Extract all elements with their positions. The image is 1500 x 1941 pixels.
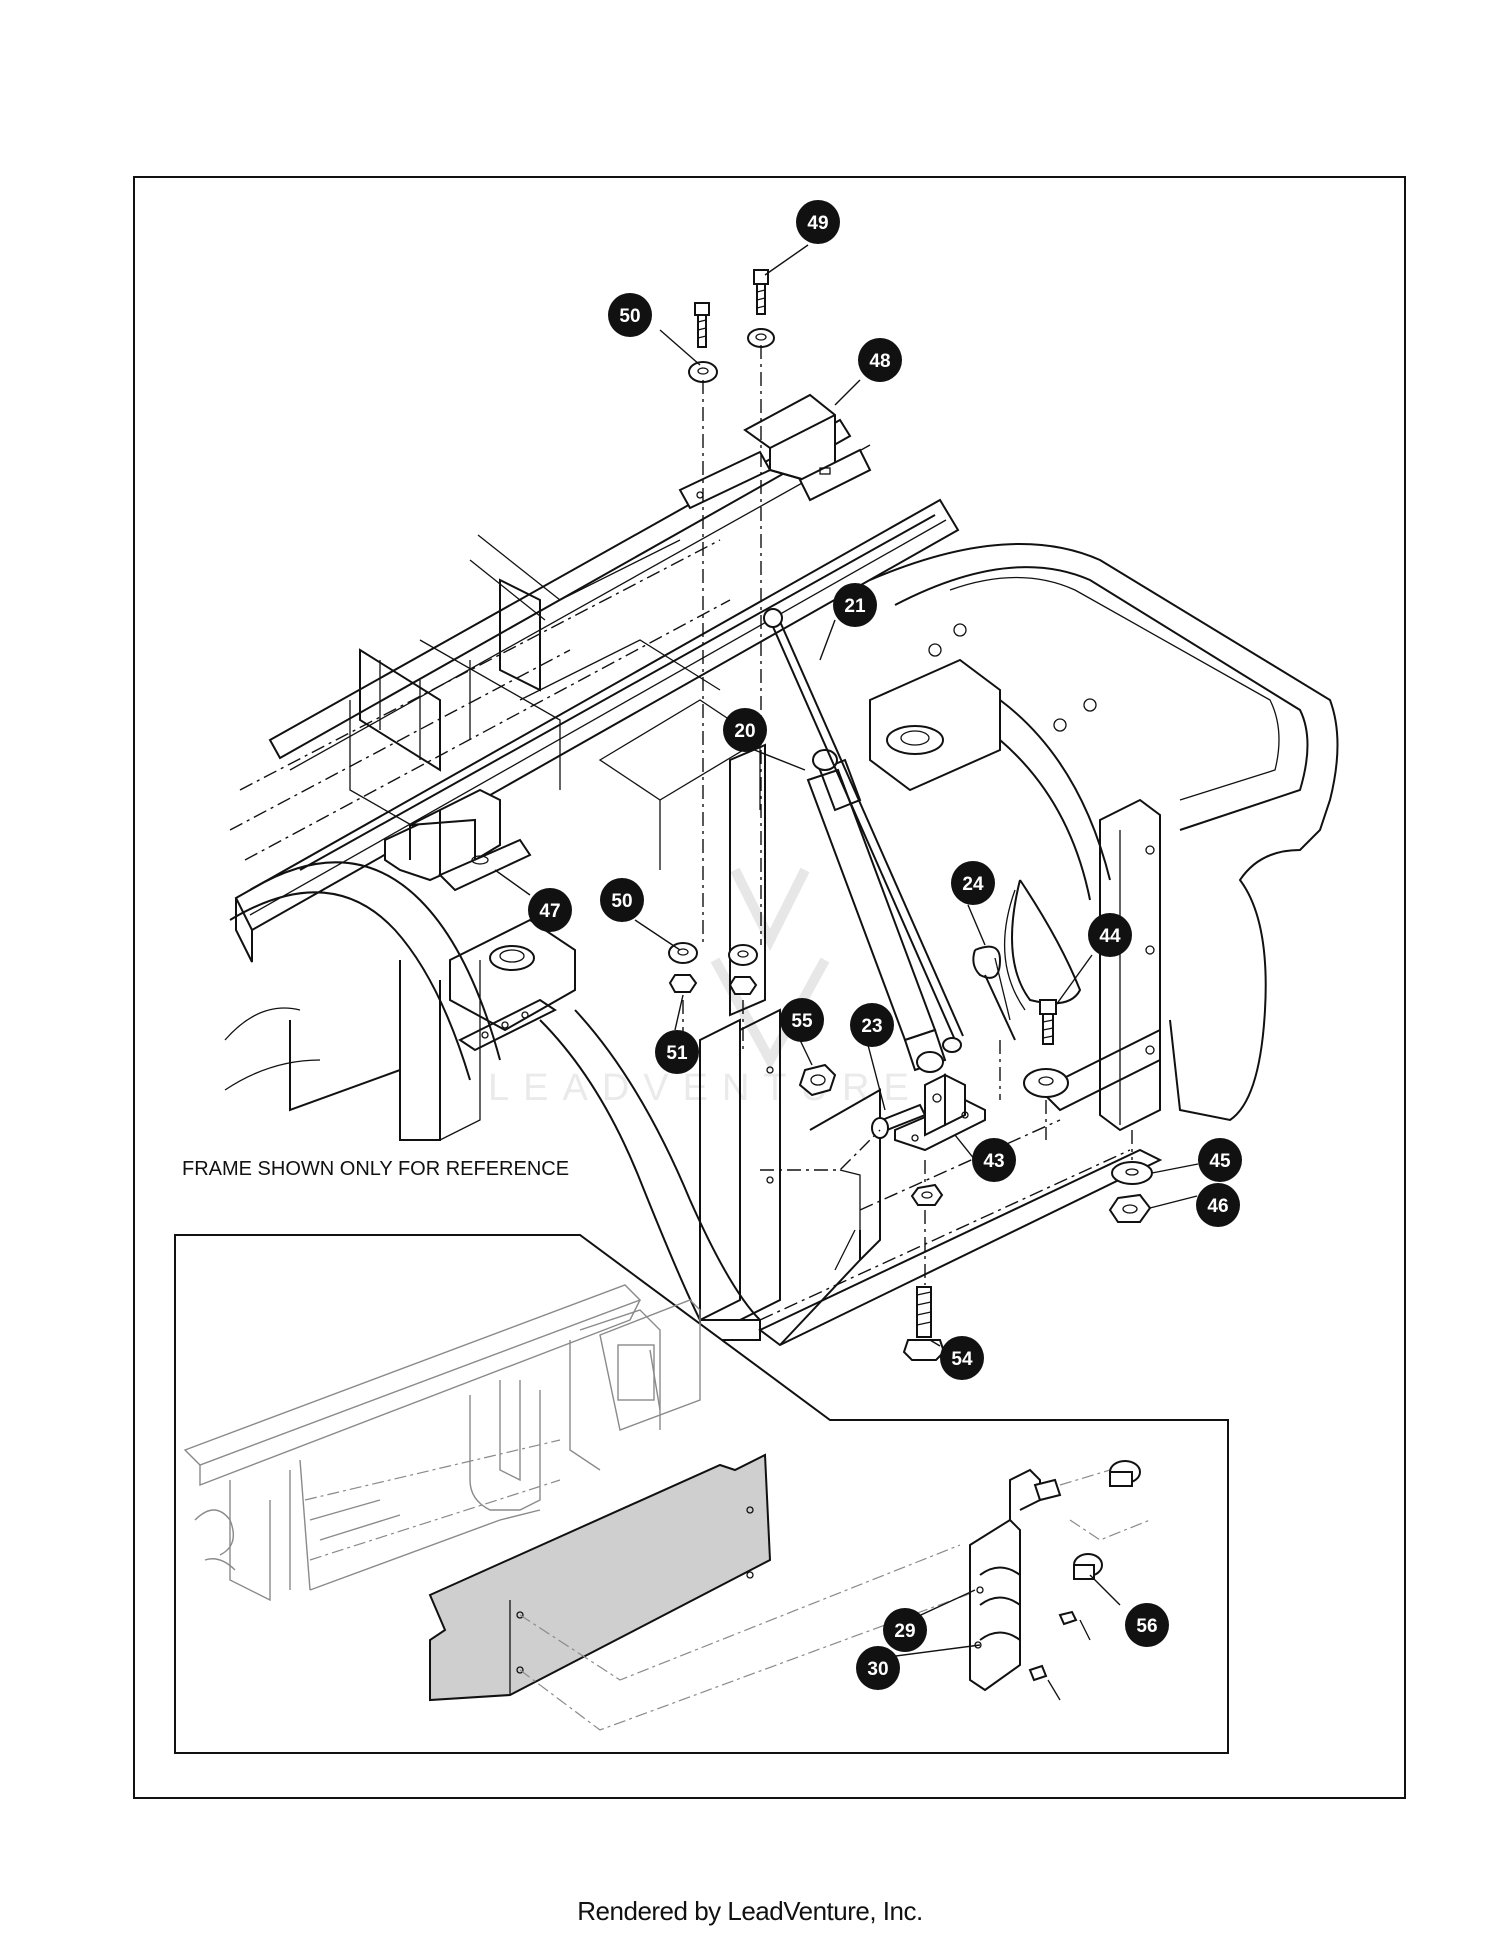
callout-30: 30: [856, 1646, 900, 1690]
callout-21: 21: [833, 583, 877, 627]
callout-23-label: 23: [861, 1016, 882, 1037]
callout-49: 49: [796, 200, 840, 244]
callout-55: 55: [780, 998, 824, 1042]
reference-note: FRAME SHOWN ONLY FOR REFERENCE: [182, 1158, 569, 1180]
callout-44-label: 44: [1099, 926, 1121, 947]
callout-29: 29: [883, 1608, 927, 1652]
bolt-49-part: [747, 269, 775, 348]
callout-23: 23: [850, 1003, 894, 1047]
callout-20-label: 20: [734, 721, 755, 742]
callout-43-label: 43: [983, 1151, 1004, 1172]
washer-nut-set-part: [668, 942, 758, 995]
callout-51: 51: [655, 1030, 699, 1074]
bolt-50-part: [688, 302, 718, 383]
bracket-43-part: [894, 1073, 986, 1152]
callout-50-lower: 50: [600, 878, 644, 922]
callout-leaders: [494, 244, 1199, 1661]
bolt-54-part: [902, 1286, 946, 1361]
callout-51-label: 51: [666, 1043, 688, 1064]
inset-detail: [174, 1234, 1229, 1754]
callout-44: 44: [1088, 913, 1132, 957]
callout-56-label: 56: [1136, 1616, 1157, 1637]
callout-29-label: 29: [894, 1621, 915, 1642]
bracket-29-part: [969, 1518, 1021, 1692]
bracket-48-part: [678, 393, 872, 510]
pin-24-part: [972, 945, 1016, 1041]
callout-55-label: 55: [791, 1011, 813, 1032]
callout-45: 45: [1198, 1138, 1242, 1182]
callout-24-label: 24: [962, 874, 984, 895]
footer-credit: Rendered by LeadVenture, Inc.: [577, 1896, 923, 1926]
callout-48: 48: [858, 338, 902, 382]
nut-55-part: [798, 1063, 837, 1097]
washer-45-part: [1111, 1161, 1153, 1185]
watermark: LEADVENTURE: [488, 867, 923, 1109]
callout-56: 56: [1125, 1603, 1169, 1647]
assembly-lines: [682, 345, 1133, 1285]
bolt-44-part: [1023, 999, 1069, 1098]
tractor-frame: [224, 418, 1339, 1347]
nut-46-part: [1108, 1193, 1152, 1223]
callout-47: 47: [528, 888, 572, 932]
callout-48-label: 48: [869, 351, 890, 372]
callout-45-label: 45: [1209, 1151, 1231, 1172]
callout-50-lower-label: 50: [611, 891, 632, 912]
rear-shield-plate: [428, 1453, 772, 1702]
callout-20: 20: [723, 708, 767, 752]
gas-spring-20-part: [806, 749, 947, 1073]
watermark-text: LEADVENTURE: [488, 1067, 923, 1109]
callout-30-label: 30: [867, 1659, 888, 1680]
callout-46: 46: [1196, 1183, 1240, 1227]
callout-21-label: 21: [844, 596, 866, 617]
callout-49-label: 49: [807, 213, 828, 234]
callout-54: 54: [940, 1336, 984, 1380]
callout-47-label: 47: [539, 901, 560, 922]
bracket-47-part: [384, 788, 532, 892]
callout-46-label: 46: [1207, 1196, 1228, 1217]
callout-43: 43: [972, 1138, 1016, 1182]
bracket-nut-part: [910, 1183, 944, 1206]
callout-50-upper-label: 50: [619, 306, 640, 327]
cable-21-part: [763, 608, 964, 1053]
callout-50-upper: 50: [608, 293, 652, 337]
knob-56-part: [1073, 1460, 1141, 1580]
callout-54-label: 54: [951, 1349, 973, 1370]
callout-24: 24: [951, 861, 995, 905]
diagram-border: [133, 176, 1406, 1799]
